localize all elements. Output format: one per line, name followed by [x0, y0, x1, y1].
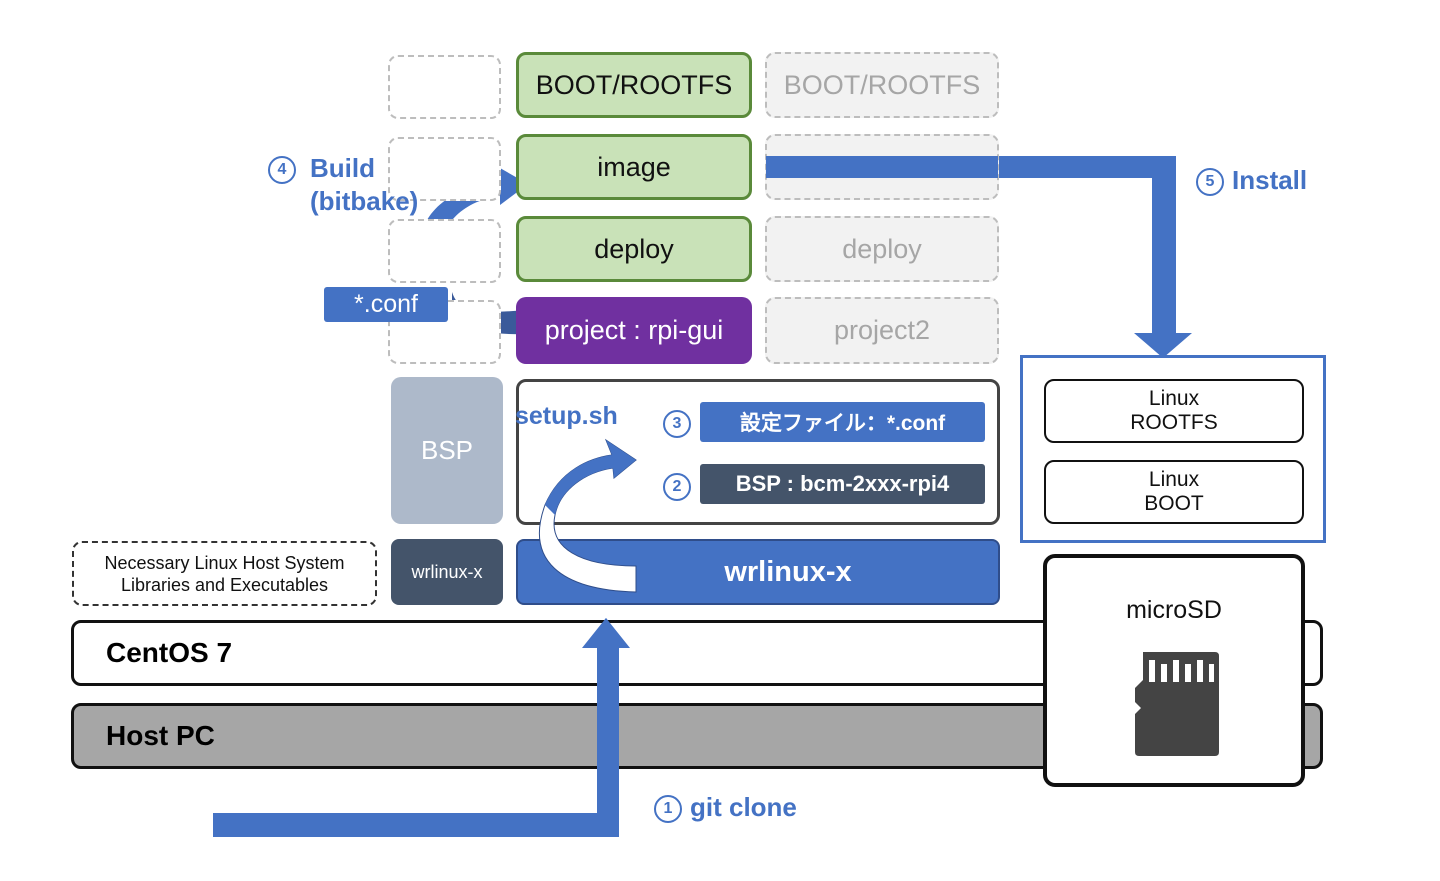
image-box: image: [516, 134, 752, 200]
linux-boot-box: Linux BOOT: [1044, 460, 1304, 524]
microsd-card: microSD: [1043, 554, 1305, 787]
bsp-block: BSP: [391, 377, 503, 524]
boot-rootfs-box: BOOT/ROOTFS: [516, 52, 752, 118]
step-4-marker: 4: [268, 156, 296, 184]
conf-chip: *.conf: [324, 287, 448, 322]
placeholder-slot-2: [388, 137, 501, 201]
install-step-label: 5 Install: [1196, 164, 1307, 197]
placeholder-slot-3: [388, 219, 501, 283]
linux-rootfs-line-1: Linux: [1148, 387, 1200, 410]
conf-file-chip: 設定ファイル：*.conf: [700, 402, 985, 442]
linux-rootfs-line-2: ROOTFS: [1130, 411, 1218, 434]
microsd-label: microSD: [1126, 596, 1222, 624]
centos-label: CentOS 7: [106, 637, 233, 668]
project-box: project : rpi-gui: [516, 297, 752, 364]
git-clone-label: git clone: [690, 792, 797, 822]
build-step-label: 4 Build (bitbake): [268, 152, 418, 218]
install-label: Install: [1232, 165, 1308, 195]
linux-boot-line-2: BOOT: [1144, 492, 1204, 515]
wrlinux-main-label: wrlinux-x: [724, 555, 852, 588]
build-arrow: [417, 168, 528, 282]
build-line-1: Build: [310, 153, 375, 183]
placeholder-slot-1: [388, 55, 501, 119]
linux-boot-line-1: Linux: [1148, 468, 1200, 491]
bsp-chip: BSP : bcm-2xxx-rpi4: [700, 464, 985, 504]
host-libs-label: Necessary Linux Host System Libraries an…: [104, 552, 345, 595]
build-line-2: (bitbake): [310, 186, 419, 216]
deploy-box-2: deploy: [765, 216, 999, 282]
git-clone-step-label: 1 git clone: [654, 792, 797, 823]
step-3-marker: 3: [663, 410, 691, 438]
deploy-box: deploy: [516, 216, 752, 282]
setup-title: setup.sh: [515, 402, 618, 430]
wrlinux-small-block: wrlinux-x: [391, 539, 503, 605]
boot-rootfs-box-2: BOOT/ROOTFS: [765, 52, 999, 118]
microsd-icon: [1135, 652, 1219, 756]
step-2-marker: 2: [663, 473, 691, 501]
host-pc-label: Host PC: [106, 720, 215, 751]
step-1-marker: 1: [654, 795, 682, 823]
host-libs-box: Necessary Linux Host System Libraries an…: [72, 541, 377, 606]
step-5-marker: 5: [1196, 168, 1224, 196]
project-box-2: project2: [765, 297, 999, 364]
linux-rootfs-box: Linux ROOTFS: [1044, 379, 1304, 443]
